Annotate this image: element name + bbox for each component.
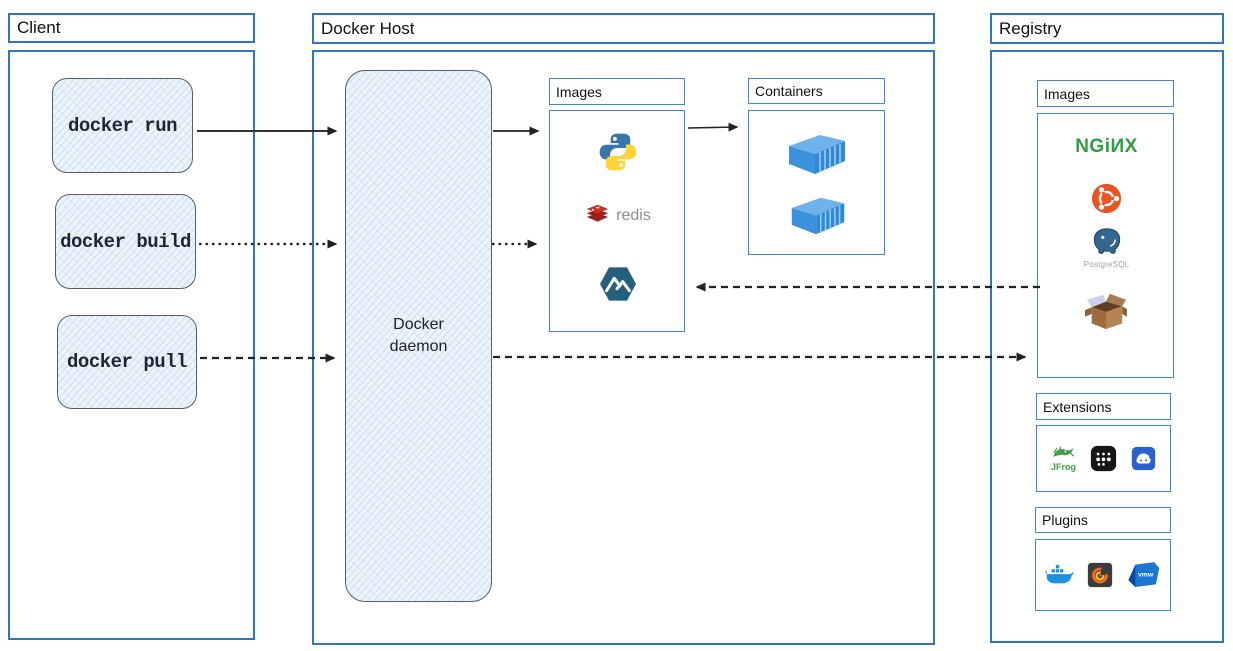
jfrog-label: JFrog <box>1050 462 1076 472</box>
containers-title-label: Containers <box>755 83 823 99</box>
alpine-icon <box>599 266 637 302</box>
plugins-title-label: Plugins <box>1042 512 1088 528</box>
plugins-panel-title: Plugins <box>1035 507 1171 533</box>
containers-panel-body <box>748 110 885 255</box>
docker-host-title-label: Docker Host <box>321 18 415 38</box>
busybox-icon <box>1084 292 1128 332</box>
nginx-logo: NGiИX <box>1075 136 1138 157</box>
postgresql-label: PostgreSQL <box>1083 260 1130 269</box>
registry-section-title: Registry <box>990 13 1224 44</box>
docker-whale-icon <box>1045 563 1075 587</box>
docker-daemon-box: Docker daemon <box>345 70 492 602</box>
extensions-title-label: Extensions <box>1043 398 1112 415</box>
docker-run-box: docker run <box>52 78 193 173</box>
docker-pull-box: docker pull <box>57 315 197 409</box>
redis-label: redis <box>616 206 651 224</box>
host-images-panel-title: Images <box>549 78 685 105</box>
python-icon <box>598 132 638 172</box>
host-images-title-label: Images <box>556 83 602 100</box>
docker-daemon-label: Docker daemon <box>389 316 448 355</box>
postgresql-item: PostgreSQL <box>1038 227 1175 269</box>
docker-host-section-title: Docker Host <box>312 13 935 44</box>
container-icon <box>784 130 850 178</box>
registry-images-panel-title: Images <box>1037 80 1174 107</box>
redis-icon <box>585 204 610 227</box>
ubuntu-icon <box>1091 183 1122 214</box>
containers-panel-title: Containers <box>748 78 885 104</box>
jfrog-icon <box>1051 445 1075 462</box>
jfrog-item: JFrog <box>1051 445 1076 472</box>
registry-images-title-label: Images <box>1044 85 1090 102</box>
vmware-icon: vmw <box>1125 560 1161 590</box>
docker-build-label: docker build <box>60 230 191 253</box>
docker-run-label: docker run <box>67 114 178 137</box>
postgresql-icon <box>1090 227 1124 259</box>
extensions-panel-title: Extensions <box>1036 393 1171 420</box>
docker-pull-label: docker pull <box>67 351 187 373</box>
client-section-title: Client <box>8 13 255 43</box>
grafana-icon <box>1087 562 1113 588</box>
docker-build-box: docker build <box>55 194 196 289</box>
container-icon <box>787 193 849 238</box>
disk-drive-extension-icon <box>1131 446 1156 471</box>
redis-item: redis <box>550 204 686 227</box>
plugins-panel-body: vmw <box>1035 539 1171 611</box>
client-title-label: Client <box>17 18 61 37</box>
app-grid-extension-icon <box>1090 445 1117 472</box>
host-images-panel-body: redis <box>549 110 685 332</box>
registry-title-label: Registry <box>999 18 1062 38</box>
svg-text:vmw: vmw <box>1138 572 1154 579</box>
registry-images-panel-body: NGiИX <box>1037 113 1174 378</box>
extensions-panel-body: JFrog <box>1036 425 1171 492</box>
